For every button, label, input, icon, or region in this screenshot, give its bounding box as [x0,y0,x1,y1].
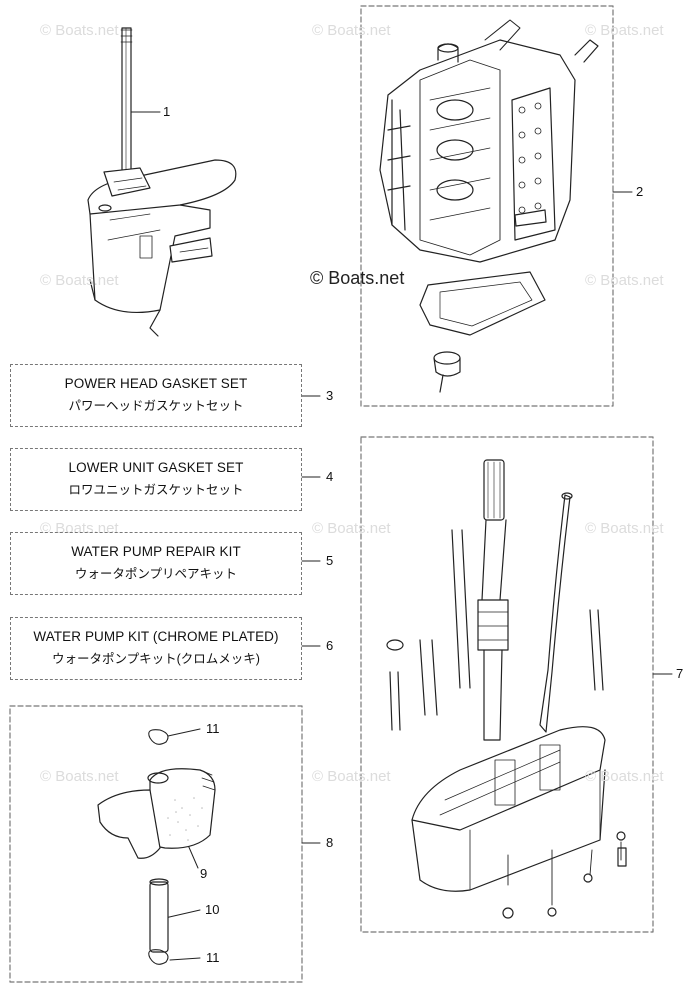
watermark: © Boats.net [40,768,119,785]
callout-9: 9 [200,866,208,881]
watermark: © Boats.net [40,272,119,289]
callout-5: 5 [326,553,334,568]
copyright-notice: © Boats.net [310,268,405,288]
leader-lines [129,111,673,961]
watermark: © Boats.net [585,272,664,289]
callout-6: 6 [326,638,334,653]
piston-illustration [97,729,216,965]
kit-label-en: WATER PUMP REPAIR KIT [71,544,241,559]
kit-label-jp: パワーヘッドガスケットセット [68,399,244,413]
watermark: © Boats.net [312,768,391,785]
watermark: © Boats.net [312,520,391,537]
watermark: © Boats.net [312,22,391,39]
callout-11-top: 11 [206,721,220,736]
callout-2: 2 [636,184,644,199]
kit-box-lower-unit-gasket: LOWER UNIT GASKET SET ロワユニットガスケットセット [10,448,302,511]
callout-7: 7 [676,666,684,681]
watermark: © Boats.net [40,22,119,39]
kit-box-water-pump-repair: WATER PUMP REPAIR KIT ウォータポンプリペアキット [10,532,302,595]
kit-label-en: WATER PUMP KIT (CHROME PLATED) [33,629,279,644]
powerhead-illustration [379,19,599,393]
kit-label-jp: ウォータポンプリペアキット [74,567,238,581]
group-box-driveshaft-housing [360,436,654,933]
group-box-powerhead [360,5,614,407]
callout-4: 4 [326,469,334,484]
kit-label-en: POWER HEAD GASKET SET [64,376,248,391]
callout-3: 3 [326,388,334,403]
kit-box-power-head-gasket: POWER HEAD GASKET SET パワーヘッドガスケットセット [10,364,302,427]
watermark: © Boats.net [585,768,664,785]
watermark: © Boats.net [585,520,664,537]
callout-11-bottom: 11 [206,950,220,965]
group-box-piston [9,705,303,983]
kit-label-jp: ウォータポンプキット(クロムメッキ) [52,652,260,666]
callout-10: 10 [205,902,220,917]
callout-1: 1 [163,104,171,119]
kit-label-en: LOWER UNIT GASKET SET [68,460,244,475]
callout-8: 8 [326,835,334,850]
driveshaft-housing-illustration [386,459,627,919]
kit-label-jp: ロワユニットガスケットセット [68,483,244,497]
watermark: © Boats.net [585,22,664,39]
kit-box-water-pump-chrome: WATER PUMP KIT (CHROME PLATED) ウォータポンプキッ… [10,617,302,680]
lower-unit-illustration [87,27,237,337]
